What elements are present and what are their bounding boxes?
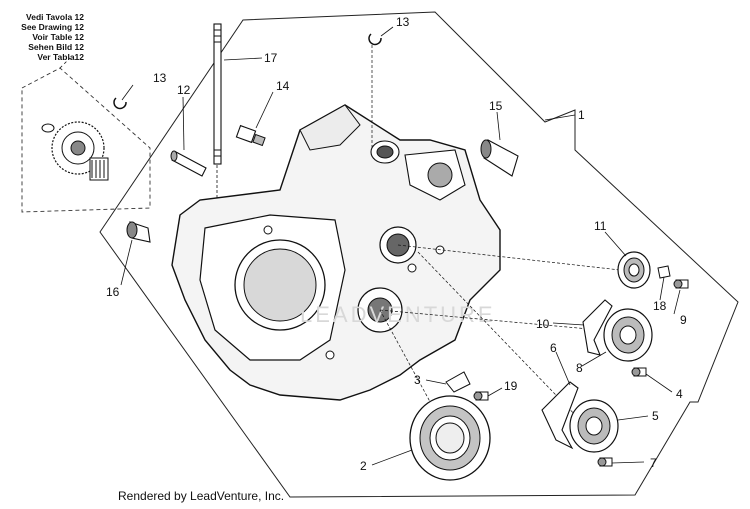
pin-part: [170, 150, 207, 177]
reference-leader: [59, 57, 71, 69]
callout-11: 11: [594, 219, 607, 233]
callout-12: 12: [177, 83, 191, 97]
callout-8: 8: [576, 361, 583, 375]
screw-9: [673, 279, 689, 289]
screw-4: [631, 367, 647, 377]
plug-part: [126, 221, 151, 243]
callout-7: 7: [650, 456, 657, 470]
ref-line-4: Sehen Bild 12: [28, 42, 84, 52]
bearing-2: [409, 395, 491, 481]
callout-19: 19: [504, 379, 518, 393]
reference-dashed-box: [21, 67, 151, 213]
bearing-8: [603, 308, 653, 362]
callout-10: 10: [536, 317, 550, 331]
ref-line-3: Voir Table 12: [32, 32, 84, 42]
footer-credit: Rendered by LeadVenture, Inc.: [118, 489, 285, 503]
callout-2: 2: [360, 459, 367, 473]
stud-part: [213, 23, 222, 165]
plate-10: [582, 299, 613, 356]
ref-line-5: Ver Tabla12: [37, 52, 84, 62]
callout-9: 9: [680, 313, 687, 327]
reference-text-block: Vedi Tavola 12 See Drawing 12 Voir Table…: [21, 12, 84, 62]
callout-18: 18: [653, 299, 667, 313]
callout-5: 5: [652, 409, 659, 423]
callout-1: 1: [578, 108, 585, 122]
ref-line-2: See Drawing 12: [21, 22, 84, 32]
sensor-part: [235, 124, 266, 147]
screw-7: [597, 457, 613, 467]
callout-16: 16: [106, 285, 120, 299]
callout-6: 6: [550, 341, 557, 355]
crankcase-half: [171, 104, 501, 401]
screw-19: [473, 391, 489, 401]
clip-18: [657, 265, 671, 279]
callout-13b: 13: [396, 15, 410, 29]
assembly-outline: [99, 11, 739, 498]
bearing-11: [617, 251, 651, 289]
watermark: LEADVENTURE: [300, 302, 496, 327]
circlip-left: [113, 97, 127, 110]
circlip-top: [368, 33, 382, 46]
bearing-5: [569, 399, 619, 453]
callout-17: 17: [264, 51, 278, 65]
washer-3: [445, 371, 471, 393]
callout-3: 3: [414, 373, 421, 387]
callout-4: 4: [676, 387, 683, 401]
ref-line-1: Vedi Tavola 12: [26, 12, 84, 22]
callout-13a: 13: [153, 71, 167, 85]
callout-14: 14: [276, 79, 290, 93]
plate-6: [541, 381, 579, 450]
reference-gear: [41, 121, 109, 181]
callout-15: 15: [489, 99, 503, 113]
bushing-part: [480, 139, 519, 177]
